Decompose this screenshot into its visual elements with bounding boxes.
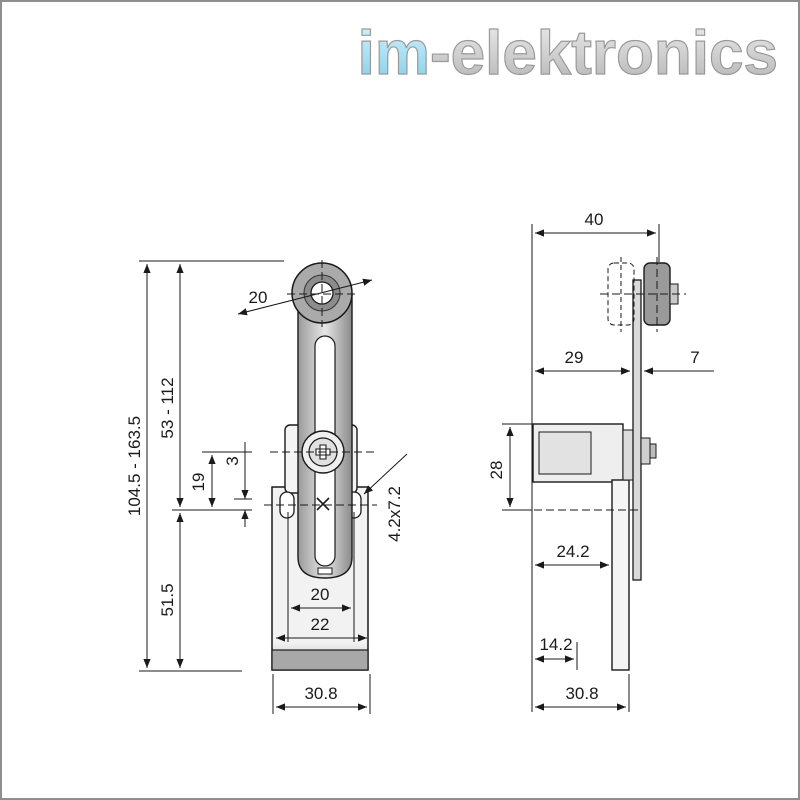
dim-base-offset: 14.2 (539, 635, 572, 654)
center-lines (264, 260, 377, 506)
dimension-lines (143, 264, 408, 711)
dim-overall-depth: 40 (585, 210, 604, 229)
dim-screw-offset: 3 (223, 456, 242, 465)
brand-logo-base: -elektronics (430, 19, 778, 88)
dim-total-height: 104.5 - 163.5 (125, 416, 144, 516)
dim-hole-spacing-outer: 22 (311, 615, 330, 634)
dim-lever-position: 29 (565, 348, 584, 367)
side-dimension-lines (506, 229, 714, 711)
side-lever-plate (632, 279, 657, 581)
side-view: 40 29 7 28 24.2 14.2 30.8 (487, 210, 714, 712)
side-extension-lines (502, 224, 660, 712)
dim-lever-thickness: 7 (690, 348, 699, 367)
brand-logo-text: im-elektronics (358, 19, 778, 88)
extension-lines (139, 260, 371, 714)
brand-logo-accent: im (358, 19, 430, 88)
dim-body-width: 30.8 (304, 684, 337, 703)
dim-hole-spacing-inner: 20 (311, 585, 330, 604)
dim-mount-depth: 24.2 (556, 542, 589, 561)
side-housing (532, 423, 634, 671)
dim-arm-length: 53 - 112 (158, 377, 177, 438)
dim-mounting-hole: 4.2x7.2 (385, 486, 404, 542)
brand-logo: im-elektronics (357, 18, 779, 88)
side-center-lines (522, 257, 686, 511)
dim-head-height: 28 (487, 461, 506, 480)
dim-body-height: 51.5 (158, 583, 177, 616)
dim-pivot-offset: 19 (189, 473, 208, 492)
dim-roller-diameter: 20 (249, 288, 268, 307)
front-view: 20 104.5 - 163.5 53 - 112 51.5 19 3 4.2x… (125, 260, 408, 714)
dim-body-depth: 30.8 (565, 684, 598, 703)
